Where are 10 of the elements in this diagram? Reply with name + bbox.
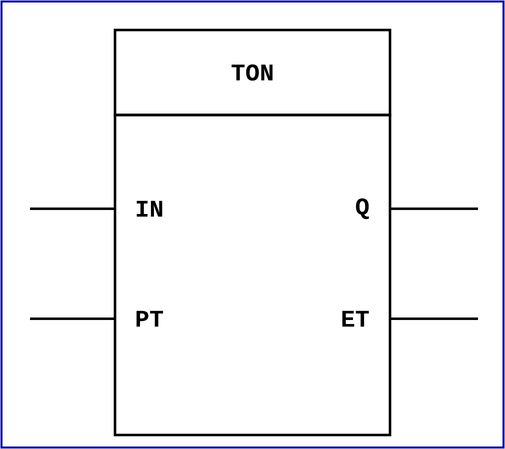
pin-label: PT <box>136 310 164 327</box>
title-box: TON <box>114 28 392 116</box>
pin-line <box>390 208 478 210</box>
pin-line <box>390 318 478 320</box>
pin-label: IN <box>136 200 162 217</box>
block-body <box>114 114 392 436</box>
pin-line <box>30 208 115 210</box>
pin-label: Q <box>356 198 369 220</box>
pin-label: ET <box>342 310 369 327</box>
pin-line <box>30 318 115 320</box>
